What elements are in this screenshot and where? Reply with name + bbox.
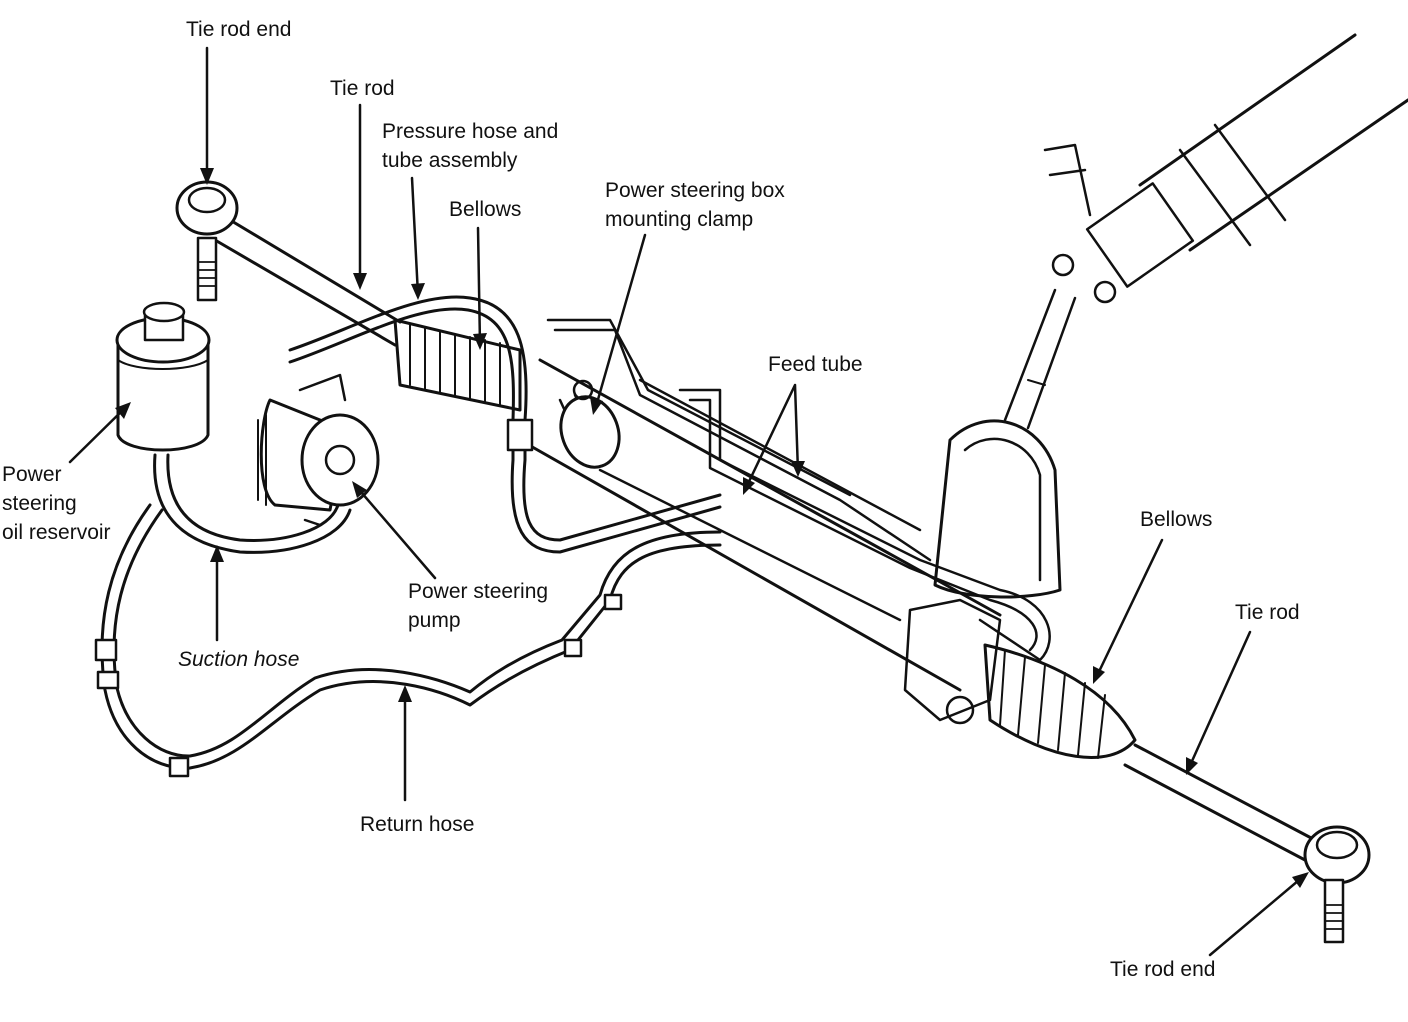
bellows-right [983,643,1137,759]
oil-reservoir [115,301,211,452]
steering-column [1003,33,1408,430]
leader-arrows [68,46,1309,957]
label-bellows-right: Bellows [1140,508,1213,531]
pressure-hose [288,295,722,554]
label-suction-hose: Suction hose [178,648,300,671]
label-return-hose: Return hose [360,813,475,836]
return-hose [94,503,722,778]
tie-rod-left [175,180,402,347]
label-tie-rod-right: Tie rod [1235,601,1300,624]
label-tie-rod-end-right: Tie rod end [1110,958,1216,981]
label-feed-tube: Feed tube [768,353,863,376]
feed-tubes [546,318,1051,662]
label-pump: Power steering pump [408,580,549,632]
label-tie-rod-end-left: Tie rod end [186,18,292,41]
label-oil-reservoir: Power steering oil reservoir [2,463,111,544]
label-mounting-clamp: Power steering box mounting clamp [605,179,785,231]
label-pressure-hose: Pressure hose and tube assembly [382,120,559,172]
label-bellows-left: Bellows [449,198,522,221]
mounting-clamp [559,379,621,469]
label-tie-rod-left: Tie rod [330,77,395,100]
power-steering-pump [257,373,380,527]
suction-hose [153,453,352,554]
tie-rod-right [1123,743,1371,944]
valve-housing [903,419,1062,725]
